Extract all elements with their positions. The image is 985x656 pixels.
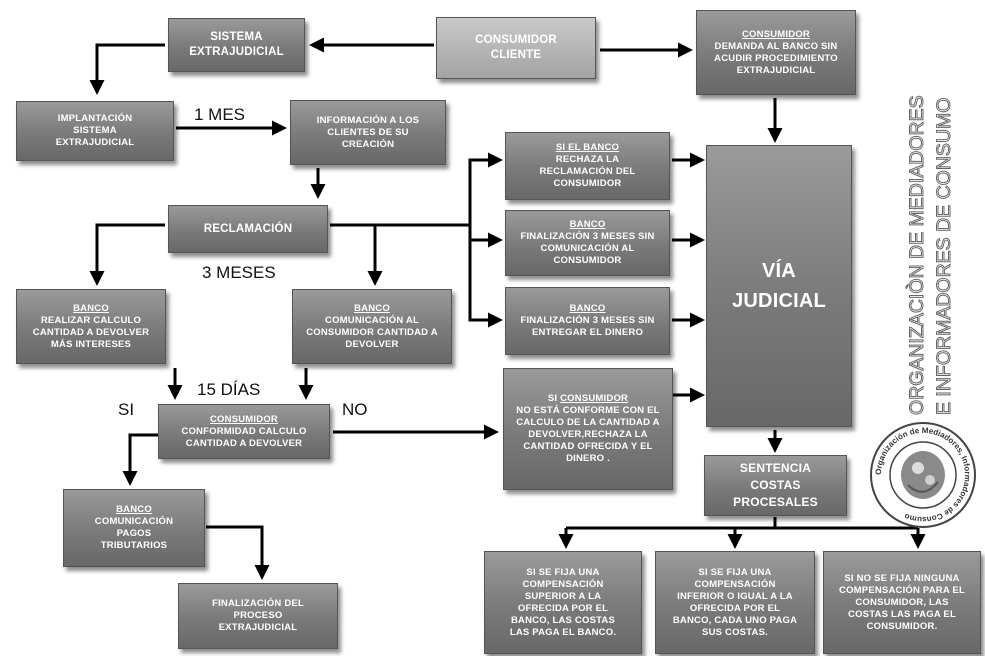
- finalizacion-text: FINALIZACIÓN DEL PROCESO EXTRAJUDICIAL: [212, 598, 304, 633]
- via-judicial-line2: JUDICIAL: [732, 290, 826, 312]
- compensacion-inferior-box: SI SE FIJA UNA COMPENSACIÓN INFERIOR O I…: [655, 551, 815, 654]
- consumidor-cliente-box: CONSUMIDOR CLIENTE: [436, 17, 596, 79]
- banco-calculo-body: REALIZAR CALCULO CANTIDAD A DEVOLVER MÁS…: [32, 314, 150, 350]
- banco-sin-dinero-body: FINALIZACIÓN 3 MESES SIN ENTREGAR EL DIN…: [520, 315, 655, 338]
- via-judicial-box: VÍA JUDICIAL: [706, 145, 852, 427]
- compensacion-inferior-text: SI SE FIJA UNA COMPENSACIÓN INFERIOR O I…: [672, 566, 798, 638]
- seal-emblem-icon: [901, 451, 945, 499]
- banco-comunicacion-heading: BANCO: [354, 302, 390, 314]
- sistema-extrajudicial-box: SISTEMA EXTRAJUDICIAL: [168, 18, 305, 72]
- banco-comunicacion-box: BANCO COMUNICACIÓN AL CONSUMIDOR CANTIDA…: [292, 289, 452, 364]
- finalizacion-box: FINALIZACIÓN DEL PROCESO EXTRAJUDICIAL: [178, 583, 338, 649]
- banco-sin-dinero-box: BANCO FINALIZACIÓN 3 MESES SIN ENTREGAR …: [505, 287, 670, 355]
- label-no: NO: [342, 400, 368, 419]
- consumidor-conformidad-box: CONSUMIDOR CONFORMIDAD CALCULO CANTIDAD …: [158, 404, 330, 459]
- compensacion-superior-box: SI SE FIJA UNA COMPENSACIÓN SUPERIOR A L…: [484, 551, 642, 654]
- banco-pagos-heading: BANCO: [116, 504, 152, 515]
- banco-rechaza-body: RECHAZA LA RECLAMACIÓN DEL CONSUMIDOR: [539, 154, 636, 189]
- consumidor-cliente-line1: CONSUMIDOR: [475, 34, 557, 46]
- label-3-meses: 3 MESES: [202, 263, 276, 282]
- label-1-mes: 1 MES: [194, 105, 246, 124]
- reclamacion-box: RECLAMACIÓN: [168, 205, 328, 253]
- no-conforme-heading: CONSUMIDOR: [560, 393, 629, 404]
- banco-sin-comunicacion-box: BANCO FINALIZACIÓN 3 MESES SIN COMUNICAC…: [505, 210, 670, 276]
- banco-sin-dinero-heading: BANCO: [569, 303, 606, 314]
- label-si: SI: [118, 400, 135, 419]
- banco-sin-comunicacion-body: FINALIZACIÓN 3 MESES SIN COMUNICACIÓN AL…: [520, 231, 655, 266]
- banco-calculo-box: BANCO REALIZAR CALCULO CANTIDAD A DEVOLV…: [16, 289, 166, 364]
- sentencia-box: SENTENCIA COSTAS PROCESALES: [704, 455, 847, 516]
- compensacion-superior-text: SI SE FIJA UNA COMPENSACIÓN SUPERIOR A L…: [509, 566, 617, 638]
- banco-rechaza-heading: SI EL BANCO: [555, 142, 620, 153]
- banco-rechaza-box: SI EL BANCO RECHAZA LA RECLAMACIÓN DEL C…: [505, 132, 670, 200]
- implantacion-box: IMPLANTACIÓN SISTEMA EXTRAJUDICIAL: [16, 101, 174, 161]
- sin-compensacion-text: SI NO SE FIJA NINGUNA COMPENSACIÓN PARA …: [839, 572, 965, 632]
- organization-title: ORGANIZACIÒN DE MEDIADORES E INFORMADORE…: [905, 95, 956, 416]
- sin-compensacion-box: SI NO SE FIJA NINGUNA COMPENSACIÓN PARA …: [823, 551, 981, 654]
- banco-calculo-heading: BANCO: [73, 302, 109, 314]
- consumidor-demanda-box: CONSUMIDOR DEMANDA AL BANCO SIN ACUDIR P…: [696, 10, 856, 95]
- banco-pagos-body: COMUNICACIÓN PAGOS TRIBUTARIOS: [94, 516, 174, 551]
- consumidor-cliente-line2: CLIENTE: [490, 49, 542, 61]
- implantacion-text: IMPLANTACIÓN SISTEMA EXTRAJUDICIAL: [55, 113, 135, 148]
- sentencia-text: SENTENCIA COSTAS PROCESALES: [733, 461, 818, 509]
- organization-seal-logo: Organización de Mediadores, Informadores…: [870, 422, 976, 528]
- sistema-line1: SISTEMA: [210, 31, 263, 43]
- label-15-dias: 15 DÍAS: [197, 380, 261, 399]
- consumidor-conformidad-body: CONFORMIDAD CALCULO CANTIDAD A DEVOLVER: [181, 425, 307, 449]
- no-conforme-first-line: SI CONSUMIDOR: [548, 393, 628, 405]
- banco-sin-comunicacion-heading: BANCO: [569, 219, 606, 230]
- banco-comunicacion-body: COMUNICACIÓN AL CONSUMIDOR CANTIDAD A DE…: [306, 314, 438, 350]
- consumidor-conformidad-heading: CONSUMIDOR: [210, 413, 278, 425]
- no-conforme-prefix: SI: [547, 393, 558, 404]
- consumidor-demanda-body: DEMANDA AL BANCO SIN ACUDIR PROCEDIMIENT…: [714, 40, 838, 76]
- informacion-box: INFORMACIÓN A LOS CLIENTES DE SU CREACIÓ…: [290, 100, 446, 165]
- consumidor-demanda-heading: CONSUMIDOR: [742, 28, 810, 40]
- organization-line1: ORGANIZACIÒN DE MEDIADORES: [905, 95, 928, 415]
- informacion-text: INFORMACIÓN A LOS CLIENTES DE SU CREACIÓ…: [316, 114, 420, 150]
- banco-pagos-box: BANCO COMUNICACIÓN PAGOS TRIBUTARIOS: [63, 489, 205, 567]
- sistema-line2: EXTRAJUDICIAL: [189, 46, 284, 58]
- reclamacion-text: RECLAMACIÓN: [203, 223, 293, 235]
- consumidor-no-conforme-box: SI CONSUMIDOR NO ESTÁ CONFORME CON EL CA…: [503, 368, 673, 490]
- organization-line2: E INFORMADORES DE CONSUMO: [933, 98, 955, 415]
- via-judicial-line1: VÍA: [762, 260, 796, 282]
- no-conforme-body: NO ESTÁ CONFORME CON EL CALCULO DE LA CA…: [516, 405, 660, 464]
